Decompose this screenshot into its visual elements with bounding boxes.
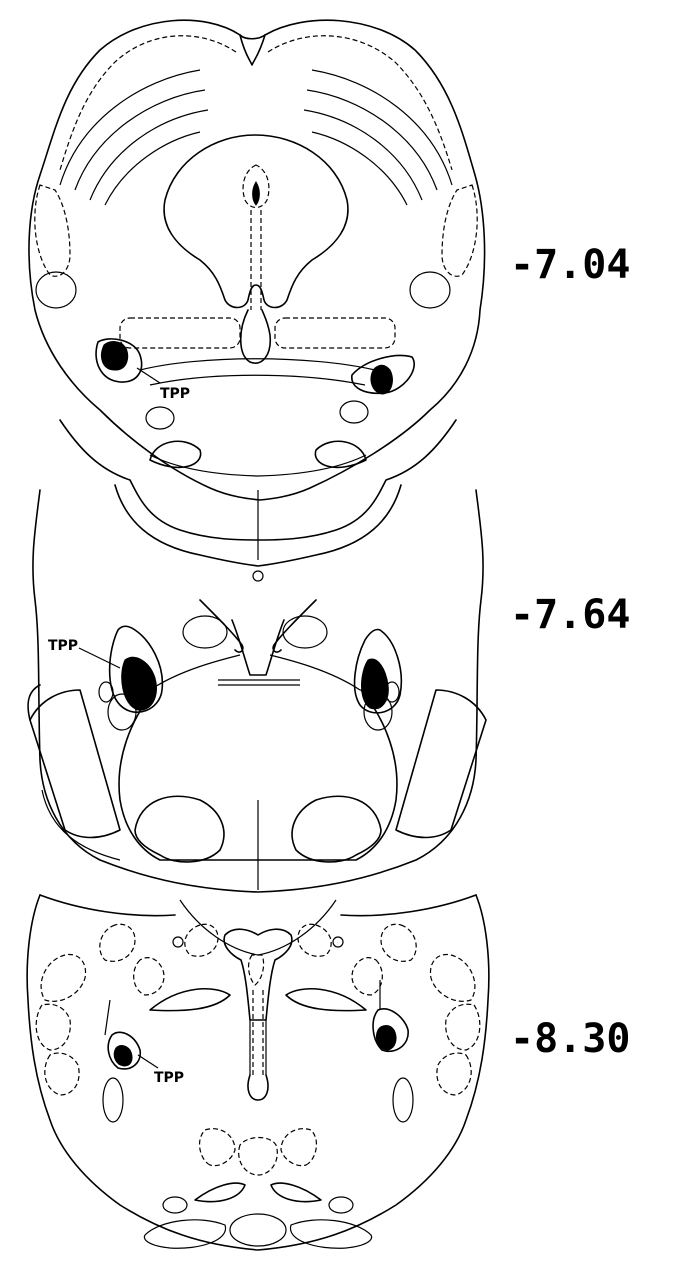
section-1-outline (29, 20, 485, 500)
section-2-tpp-label: TPP (48, 638, 78, 654)
section-3-tpp-label: TPP (154, 1070, 184, 1086)
section-3-outline (27, 895, 489, 1250)
section-3-coronal-slice: TPP -8.30 (27, 895, 630, 1250)
section-1-tpp-label: TPP (160, 386, 190, 402)
section-1-level-label: -7.04 (510, 242, 630, 288)
section-1-coronal-slice: TPP -7.04 (29, 20, 630, 500)
section-2-level-label: -7.64 (510, 592, 630, 638)
section-3-level-label: -8.30 (510, 1016, 630, 1062)
section-2-coronal-slice: TPP -7.64 (28, 420, 630, 892)
